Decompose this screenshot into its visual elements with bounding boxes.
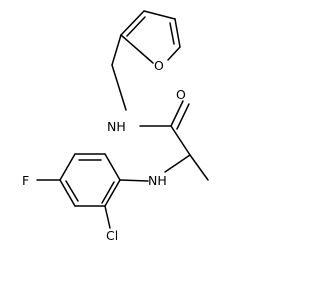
molecule-structure-svg: O O NH NH F Cl — [22, 10, 209, 243]
bond-aryl-c6-c1 — [104, 153, 121, 181]
atom-label-chlorine: Cl — [106, 228, 118, 243]
atom-labels: O O NH NH F Cl — [22, 58, 186, 243]
bond-alpha-c-methyl — [189, 154, 209, 181]
atom-label-fluorine: F — [22, 173, 29, 188]
bond-furan-c4-c5 — [174, 18, 181, 48]
bond-aryl-c1-c2-inner — [101, 181, 115, 204]
bond-aryl-c4-c5 — [59, 153, 76, 181]
atom-label-amide-nh: NH — [107, 119, 126, 134]
bond-aryl-c3-c4-inner — [65, 180, 79, 202]
bond-furan-c2-c3-inner — [126, 16, 146, 37]
bond-nh-aryl-c1 — [119, 179, 149, 182]
bond-furan-c4-c5-inner — [169, 22, 175, 45]
bond-aryl-c1-c2 — [104, 179, 121, 207]
molecule-diagram-stage: O O NH NH F Cl — [22, 10, 209, 243]
bond-carbonyl-double-1 — [170, 100, 184, 127]
bond-furan-o-c2 — [120, 34, 154, 64]
bond-aryl-c3-c4 — [59, 179, 76, 207]
atom-label-amine-nh: NH — [148, 173, 167, 188]
bond-alpha-c-nh — [164, 154, 191, 173]
bond-c2-ch2 — [111, 34, 122, 66]
aryl-ring — [36, 153, 149, 229]
bond-carbonyl-c-alpha-c — [170, 125, 191, 156]
atom-label-carbonyl-oxygen: O — [176, 87, 186, 102]
bond-furan-c2-c3 — [120, 10, 145, 36]
furan-ring — [120, 10, 181, 64]
linker-and-amide — [111, 34, 209, 181]
bond-carbonyl-double-2 — [176, 103, 190, 130]
bond-ch2-nh — [111, 64, 127, 111]
bond-furan-c5-o — [167, 46, 181, 61]
atom-label-furan-oxygen: O — [154, 58, 164, 73]
bond-furan-c3-c4 — [143, 10, 176, 20]
bond-aryl-c2-cl — [104, 205, 111, 229]
